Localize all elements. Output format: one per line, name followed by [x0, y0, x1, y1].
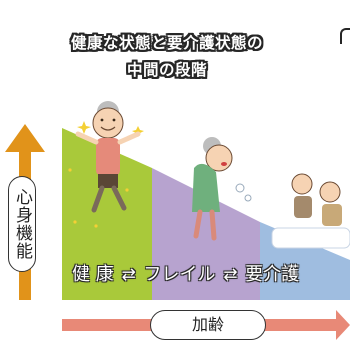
age-axis-label: 加齢: [150, 310, 266, 340]
bidirectional-arrow-icon: ⇄: [223, 265, 238, 285]
stage-healthy-label: 健 康: [72, 264, 114, 285]
stage-labels: 健 康 ⇄ フレイル ⇄ 要介護: [72, 260, 350, 290]
bidirectional-arrow-icon: ⇄: [121, 265, 136, 285]
healthy-zone: [62, 128, 152, 300]
title-line-1: 健康な状態と要介護状態の: [70, 34, 263, 52]
elderly-woman-tired-icon: [192, 137, 252, 241]
function-axis-label: 心身機能: [8, 176, 36, 272]
elderly-woman-happy-icon: [75, 101, 141, 213]
corner-bracket: [340, 28, 350, 44]
frailty-zone: [152, 168, 260, 300]
stage-care-label: 要介護: [245, 264, 300, 285]
diagram-title: 健康な状態と要介護状態の 中間の段階: [22, 30, 312, 84]
bedridden-couple-icon: [271, 173, 350, 249]
stage-frailty-label: フレイル: [143, 264, 216, 285]
title-line-2: 中間の段階: [126, 61, 207, 79]
